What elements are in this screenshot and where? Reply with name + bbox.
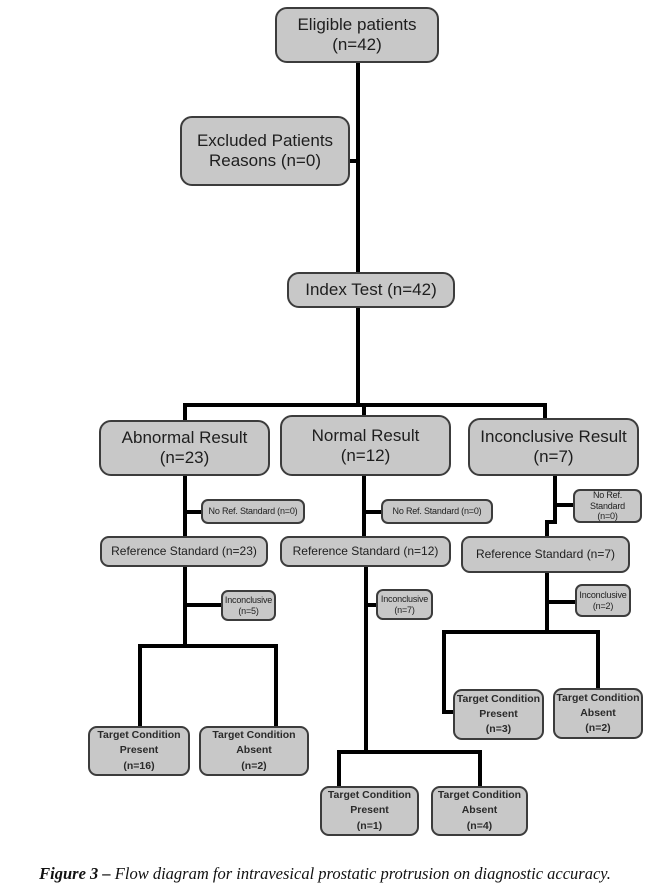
index-test-label: Index Test (n=42) bbox=[305, 280, 437, 300]
connector-abnormal-noref bbox=[183, 510, 203, 514]
connector-inconcl-absent bbox=[596, 630, 600, 690]
inconclusive-no-ref-line2: (n=0) bbox=[597, 511, 618, 522]
abnormal-inconclusive-box: Inconclusive (n=5) bbox=[221, 590, 276, 621]
connector-abnormal-split bbox=[138, 644, 278, 648]
connector-abnormal-absent bbox=[274, 644, 278, 728]
connector-inconcl-present bbox=[442, 630, 446, 714]
inconclusive-inconclusive-line2: (n=2) bbox=[592, 600, 614, 611]
connector-normal-split bbox=[337, 750, 482, 754]
abnormal-reference-label: Reference Standard (n=23) bbox=[111, 543, 257, 558]
connector-to-normal bbox=[362, 405, 366, 423]
connector-abnormal-down bbox=[183, 475, 187, 537]
connector-inconcl-split bbox=[442, 630, 600, 634]
eligible-line2: (n=42) bbox=[332, 35, 382, 54]
normal-target-present-box: Target Condition Present (n=1) bbox=[320, 786, 419, 836]
index-test-box: Index Test (n=42) bbox=[287, 272, 455, 308]
abnormal-absent-line1: Target Condition bbox=[212, 729, 296, 742]
abnormal-result-line1: Abnormal Result bbox=[121, 428, 248, 448]
abnormal-no-ref-label: No Ref. Standard (n=0) bbox=[208, 506, 298, 517]
connector-inconcl-inconcl bbox=[545, 600, 575, 604]
inconclusive-result-box: Inconclusive Result (n=7) bbox=[468, 418, 639, 476]
normal-absent-line3: (n=4) bbox=[466, 819, 493, 832]
normal-absent-line2: Absent bbox=[461, 804, 498, 817]
inconclusive-inconclusive-box: Inconclusive (n=2) bbox=[575, 584, 631, 617]
inconclusive-reference-label: Reference Standard (n=7) bbox=[475, 546, 616, 561]
connector-inconcl-jog-down bbox=[545, 520, 549, 538]
inconclusive-present-line2: Present bbox=[479, 707, 518, 720]
inconclusive-result-line2: (n=7) bbox=[533, 447, 574, 466]
normal-inconclusive-line1: Inconclusive bbox=[380, 594, 429, 605]
inconclusive-absent-line2: Absent bbox=[580, 706, 616, 719]
abnormal-present-line3: (n=16) bbox=[123, 759, 155, 772]
inconclusive-target-absent-box: Target Condition Absent (n=2) bbox=[553, 688, 643, 739]
connector-inconcl-noref bbox=[553, 503, 573, 507]
abnormal-result-line2: (n=23) bbox=[159, 448, 210, 467]
connector-normal-inconcl bbox=[364, 603, 384, 607]
inconclusive-target-present-box: Target Condition Present (n=3) bbox=[453, 689, 544, 740]
excluded-patients-box: Excluded Patients Reasons (n=0) bbox=[180, 116, 350, 186]
connector-normal-noref bbox=[362, 510, 382, 514]
abnormal-inconclusive-line2: (n=5) bbox=[238, 605, 259, 616]
connector-normal-present bbox=[337, 750, 341, 788]
normal-inconclusive-box: Inconclusive (n=7) bbox=[376, 589, 433, 620]
normal-absent-line1: Target Condition bbox=[437, 789, 522, 802]
connector-normal-ref-down bbox=[364, 566, 368, 752]
connector-normal-down bbox=[362, 475, 366, 537]
excluded-line2: Reasons (n=0) bbox=[209, 151, 321, 170]
connector-main-trunk bbox=[356, 62, 360, 273]
connector-abnormal-inconcl bbox=[183, 603, 223, 607]
abnormal-absent-line2: Absent bbox=[236, 744, 272, 757]
normal-present-line3: (n=1) bbox=[356, 819, 383, 832]
connector-index-down bbox=[356, 307, 360, 405]
connector-to-abnormal bbox=[183, 403, 187, 423]
abnormal-inconclusive-line1: Inconclusive bbox=[224, 595, 273, 606]
abnormal-target-present-box: Target Condition Present (n=16) bbox=[88, 726, 190, 776]
excluded-line1: Excluded Patients bbox=[196, 131, 334, 151]
connector-inconcl-down bbox=[553, 475, 557, 523]
inconclusive-present-line1: Target Condition bbox=[456, 692, 541, 705]
normal-result-line1: Normal Result bbox=[311, 425, 420, 445]
inconclusive-no-ref-line1: No Ref. Standard bbox=[590, 490, 625, 511]
abnormal-result-box: Abnormal Result (n=23) bbox=[99, 420, 270, 476]
eligible-line1: Eligible patients bbox=[297, 15, 417, 35]
abnormal-present-line1: Target Condition bbox=[97, 729, 181, 742]
normal-no-ref-standard-box: No Ref. Standard (n=0) bbox=[381, 499, 493, 524]
inconclusive-inconclusive-line1: Inconclusive bbox=[579, 590, 627, 601]
normal-present-line2: Present bbox=[350, 804, 389, 817]
inconclusive-no-ref-standard-box: No Ref. Standard (n=0) bbox=[573, 489, 642, 523]
normal-reference-standard-box: Reference Standard (n=12) bbox=[280, 536, 451, 567]
connector-inconcl-present-tick bbox=[442, 710, 454, 714]
abnormal-reference-standard-box: Reference Standard (n=23) bbox=[100, 536, 268, 567]
normal-reference-label: Reference Standard (n=12) bbox=[292, 543, 439, 558]
figure-caption-label: Figure 3 – bbox=[39, 864, 111, 883]
connector-abnormal-present bbox=[138, 644, 142, 728]
abnormal-target-absent-box: Target Condition Absent (n=2) bbox=[199, 726, 309, 776]
eligible-patients-box: Eligible patients (n=42) bbox=[275, 7, 439, 63]
abnormal-present-line2: Present bbox=[119, 744, 159, 757]
connector-inconcl-jog bbox=[545, 520, 557, 524]
inconclusive-result-line1: Inconclusive Result bbox=[480, 427, 627, 447]
normal-inconclusive-line2: (n=7) bbox=[394, 604, 415, 615]
connector-to-inconclusive bbox=[543, 403, 547, 423]
normal-target-absent-box: Target Condition Absent (n=4) bbox=[431, 786, 528, 836]
inconclusive-absent-line3: (n=2) bbox=[585, 722, 611, 735]
figure-caption: Figure 3 – Flow diagram for intravesical… bbox=[0, 864, 650, 884]
connector-excluded bbox=[349, 159, 359, 163]
inconclusive-absent-line1: Target Condition bbox=[556, 691, 640, 704]
connector-normal-absent bbox=[478, 750, 482, 788]
figure-caption-text: Flow diagram for intravesical prostatic … bbox=[110, 864, 611, 883]
normal-result-line2: (n=12) bbox=[340, 445, 391, 465]
normal-no-ref-label: No Ref. Standard (n=0) bbox=[392, 506, 482, 517]
normal-present-line1: Target Condition bbox=[327, 789, 412, 802]
connector-to-normal-jog bbox=[356, 403, 365, 407]
inconclusive-present-line3: (n=3) bbox=[485, 723, 512, 736]
abnormal-no-ref-standard-box: No Ref. Standard (n=0) bbox=[201, 499, 305, 524]
inconclusive-reference-standard-box: Reference Standard (n=7) bbox=[461, 536, 630, 573]
abnormal-absent-line3: (n=2) bbox=[241, 759, 267, 772]
normal-result-box: Normal Result (n=12) bbox=[280, 415, 451, 476]
